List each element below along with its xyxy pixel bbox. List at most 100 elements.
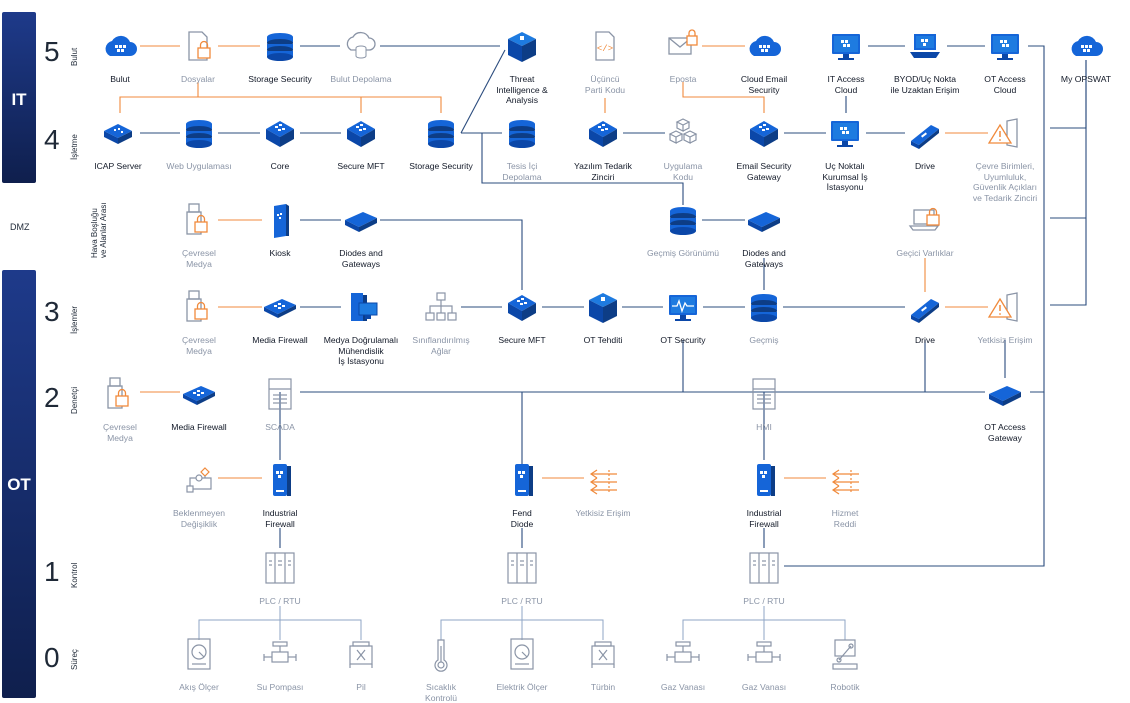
node-label: Industrial Firewall bbox=[746, 508, 782, 529]
node-label: Akış Ölçer bbox=[179, 682, 219, 692]
code-file-icon: </> bbox=[560, 26, 650, 71]
tall-icon bbox=[477, 460, 567, 505]
node-byod: BYOD/Uç Nokta ile Uzaktan Erişim bbox=[880, 26, 970, 95]
cloud-icon bbox=[75, 26, 165, 71]
cube-icon bbox=[477, 26, 567, 71]
node-medya_dog: Medya Doğrulamalı Mühendislik İş İstasyo… bbox=[316, 287, 406, 367]
node-gecmisgor: Geçmiş Görünümü bbox=[638, 200, 728, 259]
node-akis: Akış Ölçer bbox=[154, 634, 244, 693]
node-label: Gaz Vanası bbox=[741, 682, 787, 692]
node-icap: ICAP Server bbox=[73, 113, 163, 172]
node-mediafw2: Media Firewall bbox=[154, 374, 244, 433]
level-1-number: 1 bbox=[44, 556, 60, 587]
node-itaccess: IT Access Cloud bbox=[801, 26, 891, 95]
node-emailgw: Email Security Gateway bbox=[719, 113, 809, 182]
node-storage4: Storage Security bbox=[396, 113, 486, 172]
ot-band-label: OT bbox=[7, 475, 31, 494]
node-label: Sıcaklık Kontrolü bbox=[424, 682, 457, 703]
cloud-icon bbox=[1041, 26, 1130, 71]
node-label: HMI bbox=[756, 422, 772, 432]
node-label: Uygulama Kodu bbox=[663, 161, 703, 182]
node-otgw: OT Access Gateway bbox=[960, 374, 1050, 443]
cube-icon bbox=[558, 287, 648, 332]
node-diodes1: Diodes and Gateways bbox=[316, 200, 406, 269]
node-label: OT Security bbox=[660, 335, 706, 345]
node-label: Yetkisiz Erişim bbox=[575, 508, 631, 518]
node-myopswat: My OPSWAT bbox=[1041, 26, 1130, 85]
db-icon bbox=[638, 200, 728, 245]
db-icon bbox=[396, 113, 486, 158]
door-warn-icon bbox=[960, 287, 1050, 332]
level-4-number: 4 bbox=[44, 124, 60, 155]
box-icon bbox=[960, 374, 1050, 419]
tree-icon bbox=[396, 287, 486, 332]
arrows-icon bbox=[800, 460, 890, 505]
node-label: Fend Diode bbox=[510, 508, 534, 529]
node-webuyg: Web Uygulaması bbox=[154, 113, 244, 172]
cloud-db-icon bbox=[316, 26, 406, 71]
node-label: Storage Security bbox=[409, 161, 473, 171]
thermo-icon bbox=[396, 634, 486, 679]
node-cloudemail: Cloud Email Security bbox=[719, 26, 809, 95]
fw-icon bbox=[154, 374, 244, 419]
node-securemft4: Secure MFT bbox=[316, 113, 406, 172]
door-warn-icon bbox=[960, 113, 1050, 158]
node-label: Web Uygulaması bbox=[166, 161, 232, 171]
level-2-number: 2 bbox=[44, 382, 60, 413]
node-yazilim: Yazılım Tedarik Zinciri bbox=[558, 113, 648, 182]
node-siniflandir: Sınıflandırılmış Ağlar bbox=[396, 287, 486, 356]
it-band: IT bbox=[2, 12, 36, 183]
node-label: Email Security Gateway bbox=[736, 161, 792, 182]
node-scada: SCADA bbox=[235, 374, 325, 433]
node-label: Cloud Email Security bbox=[740, 74, 788, 95]
node-label: Eposta bbox=[669, 74, 697, 84]
tall-icon bbox=[719, 460, 809, 505]
node-hizmet: Hizmet Reddi bbox=[800, 460, 890, 529]
valve-icon bbox=[235, 634, 325, 679]
node-plc2: PLC / RTU bbox=[477, 548, 567, 607]
hex-icon bbox=[477, 287, 567, 332]
hex-icon bbox=[558, 113, 648, 158]
node-storage5: Storage Security bbox=[235, 26, 325, 85]
node-label: Drive bbox=[914, 161, 936, 171]
node-label: Secure MFT bbox=[498, 335, 546, 345]
monitor-wave-icon bbox=[638, 287, 728, 332]
node-label: Çevresel Medya bbox=[103, 422, 137, 443]
arrows-icon bbox=[558, 460, 648, 505]
node-cevre4: Çevre Birimleri, Uyumluluk, Güvenlik Açı… bbox=[960, 113, 1050, 203]
node-plc3: PLC / RTU bbox=[719, 548, 809, 607]
level-3-number: 3 bbox=[44, 296, 60, 327]
node-beklenmeyen: Beklenmeyen Değişiklik bbox=[154, 460, 244, 529]
node-gecici: Geçici Varlıklar bbox=[880, 200, 970, 259]
node-label: OT Access Cloud bbox=[984, 74, 1026, 95]
node-cevmedya_dmz: Çevresel Medya bbox=[154, 200, 244, 269]
node-dosyalar: Dosyalar bbox=[153, 26, 243, 85]
node-label: IT Access Cloud bbox=[827, 74, 865, 95]
gauge-icon bbox=[477, 634, 567, 679]
monitor-cloud-icon bbox=[801, 26, 891, 71]
node-label: Sınıflandırılmış Ağlar bbox=[412, 335, 470, 356]
node-gaz2: Gaz Vanası bbox=[719, 634, 809, 693]
node-label: Bulut bbox=[110, 74, 130, 84]
node-label: Secure MFT bbox=[337, 161, 385, 171]
node-bulutdep: Bulut Depolama bbox=[316, 26, 406, 85]
node-label: Industrial Firewall bbox=[262, 508, 298, 529]
node-drive3: Drive bbox=[880, 287, 970, 346]
node-label: Dosyalar bbox=[181, 74, 215, 84]
node-cevmedya3: Çevresel Medya bbox=[154, 287, 244, 356]
hex-icon bbox=[235, 113, 325, 158]
node-label: Gaz Vanası bbox=[660, 682, 706, 692]
usb-lock-icon bbox=[154, 287, 244, 332]
tower-icon bbox=[316, 287, 406, 332]
node-label: Beklenmeyen Değişiklik bbox=[172, 508, 226, 529]
node-mediafw3: Media Firewall bbox=[235, 287, 325, 346]
node-label: Uç Noktalı Kurumsal İş İstasyonu bbox=[822, 161, 868, 192]
node-pil: Pil bbox=[316, 634, 406, 693]
usb-lock-icon bbox=[75, 374, 165, 419]
node-indfw1: Industrial Firewall bbox=[235, 460, 325, 529]
node-supompa: Su Pompası bbox=[235, 634, 325, 693]
cloud-icon bbox=[719, 26, 809, 71]
node-ucuncu: </>Üçüncü Parti Kodu bbox=[560, 26, 650, 95]
